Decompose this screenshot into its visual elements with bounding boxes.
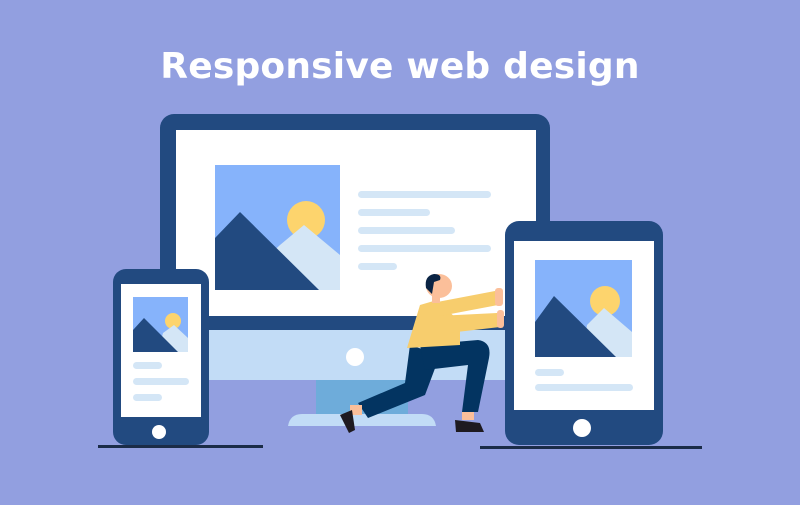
floor-lines [98, 445, 702, 449]
tablet-icon [505, 221, 663, 445]
page-title: Responsive web design [160, 46, 640, 87]
monitor-image-placeholder-icon [215, 165, 340, 290]
person-pushing-figure [340, 274, 504, 433]
smartphone-icon [113, 269, 209, 445]
desktop-monitor-icon [160, 114, 550, 426]
monitor-text-lines [358, 191, 491, 270]
